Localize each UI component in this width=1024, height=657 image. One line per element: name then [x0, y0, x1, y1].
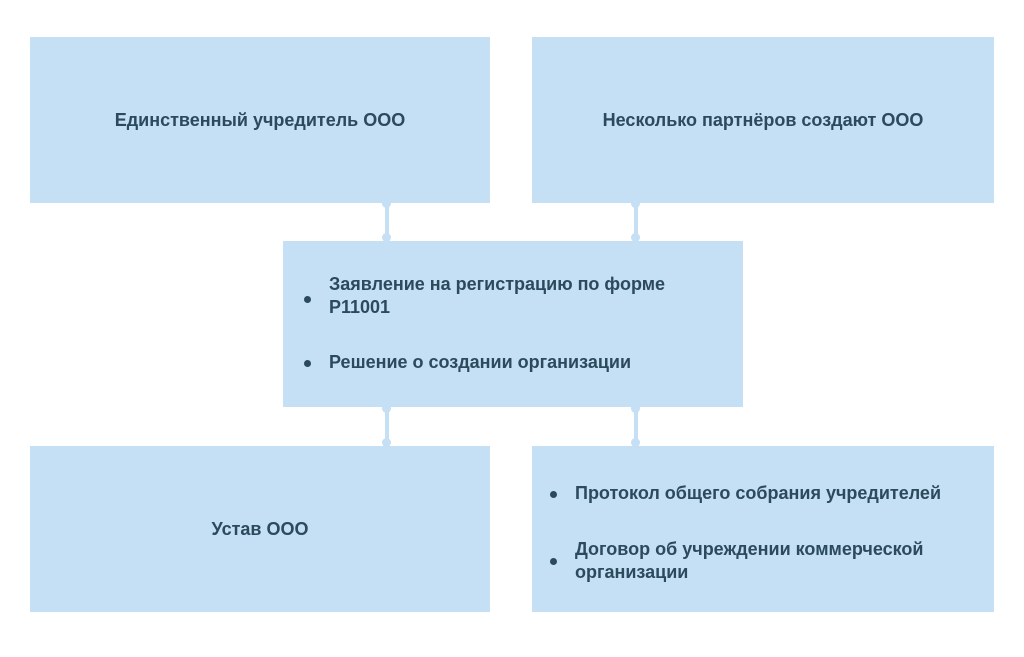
box-label: Несколько партнёров создают ООО — [602, 109, 924, 130]
box-charter: Устав ООО — [30, 446, 490, 612]
box-several-partners: Несколько партнёров создают ООО — [532, 37, 994, 203]
connector-dot — [631, 438, 640, 447]
bullet-list: Протокол общего собрания учредителей Дог… — [550, 482, 954, 584]
connector-dot — [382, 404, 391, 413]
list-item: Протокол общего собрания учредителей — [550, 482, 954, 505]
connector-top-right-to-middle — [634, 203, 638, 241]
connector-dot — [382, 233, 391, 242]
list-item: Заявление на регистрацию по форме Р11001 — [304, 273, 703, 319]
bullet-list: Заявление на регистрацию по форме Р11001… — [304, 273, 703, 374]
connector-dot — [631, 233, 640, 242]
box-common-documents: Заявление на регистрацию по форме Р11001… — [283, 241, 743, 407]
box-label: Единственный учредитель ООО — [114, 109, 406, 130]
list-item: Решение о создании организации — [304, 351, 703, 374]
box-partner-documents: Протокол общего собрания учредителей Дог… — [532, 446, 994, 612]
bullet-icon — [304, 296, 311, 303]
box-label: Устав ООО — [211, 518, 309, 539]
list-item: Договор об учреждении коммерческой орган… — [550, 538, 954, 584]
connector-dot — [382, 199, 391, 208]
bullet-icon — [304, 359, 311, 367]
connector-dot — [631, 404, 640, 413]
connector-middle-to-bottom-right — [634, 407, 638, 446]
connector-dot — [382, 438, 391, 447]
connector-dot — [631, 199, 640, 208]
connector-middle-to-bottom-left — [385, 407, 389, 446]
connector-top-left-to-middle — [385, 203, 389, 241]
bullet-icon — [550, 490, 557, 498]
bullet-icon — [550, 558, 557, 565]
box-sole-founder: Единственный учредитель ООО — [30, 37, 490, 203]
